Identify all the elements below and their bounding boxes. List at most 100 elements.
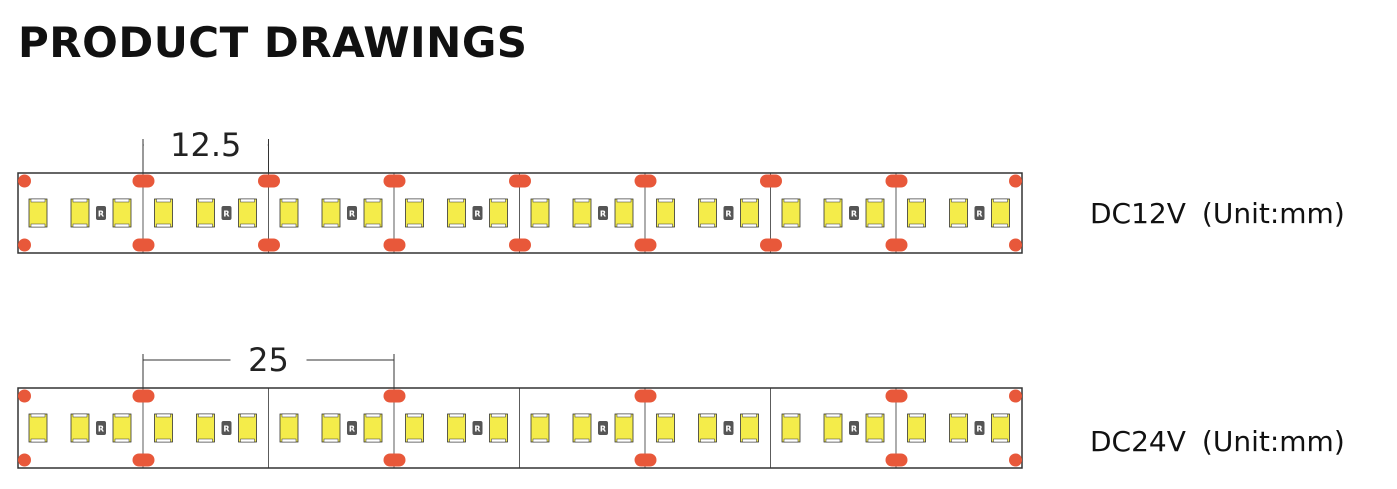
solder-pad — [885, 174, 908, 188]
resistor-mark: R — [98, 210, 104, 219]
led-chip — [656, 413, 675, 443]
solder-pad — [132, 238, 155, 252]
led-chip — [279, 198, 299, 228]
resistor — [849, 206, 859, 220]
resistor-mark: R — [725, 425, 731, 434]
led-chip-edge — [825, 223, 841, 228]
led-chip-edge — [867, 438, 883, 443]
voltage-label: DC24V — [1090, 425, 1186, 458]
led-chip — [196, 413, 215, 443]
led-chip-edge — [867, 198, 883, 203]
led-chip-edge — [867, 223, 883, 228]
resistor — [472, 206, 483, 220]
led-chip-edge — [742, 198, 757, 203]
led-chip — [530, 413, 550, 443]
led-chip-edge — [365, 438, 381, 443]
led-chip-edge — [156, 198, 171, 203]
led-chip-edge — [281, 223, 297, 228]
solder-pad — [509, 174, 531, 188]
led-chip-edge — [240, 223, 255, 228]
led-chip — [489, 198, 508, 228]
led-chip-edge — [532, 198, 548, 203]
led-chip — [70, 413, 90, 443]
led-chip-edge — [114, 438, 130, 443]
resistor-mark: R — [600, 210, 606, 219]
led-chip-edge — [491, 198, 506, 203]
led-chip-edge — [825, 438, 841, 443]
led-chip-edge — [281, 198, 297, 203]
solder-pad — [383, 174, 406, 188]
unit-label: (Unit:mm) — [1201, 425, 1345, 458]
solder-pad — [634, 453, 657, 467]
led-chip — [614, 198, 634, 228]
led-chip-edge — [72, 438, 88, 443]
led-chip-edge — [574, 223, 590, 228]
led-chip-edge — [993, 223, 1008, 228]
led-chip-edge — [783, 198, 799, 203]
led-chip — [154, 198, 173, 228]
led-chip — [991, 413, 1010, 443]
led-chip — [489, 413, 508, 443]
resistor-mark: R — [976, 425, 982, 434]
led-chip-edge — [993, 413, 1008, 418]
page-title: PRODUCT DRAWINGS — [18, 18, 528, 67]
led-chip-edge — [909, 438, 924, 443]
resistor-mark: R — [725, 210, 731, 219]
led-chip-edge — [700, 438, 715, 443]
resistor-mark: R — [851, 425, 857, 434]
led-chip — [656, 198, 675, 228]
resistor — [849, 421, 859, 435]
led-chip-edge — [30, 198, 46, 203]
solder-pad — [885, 389, 908, 403]
dimension-label: 25 — [248, 345, 289, 379]
led-chip-edge — [72, 223, 88, 228]
led-chip-edge — [909, 198, 924, 203]
led-chip-edge — [951, 198, 966, 203]
led-chip-edge — [993, 438, 1008, 443]
led-chip — [447, 198, 466, 228]
led-chip-edge — [114, 413, 130, 418]
led-chip — [781, 413, 801, 443]
led-chip-edge — [700, 198, 715, 203]
led-chip — [572, 413, 592, 443]
solder-pad — [760, 238, 782, 252]
solder-pad — [18, 453, 31, 467]
led-chip-edge — [658, 223, 673, 228]
resistor — [598, 421, 608, 435]
solder-pad — [1009, 174, 1022, 188]
led-chip-edge — [407, 413, 422, 418]
led-chip-edge — [658, 198, 673, 203]
led-chip-edge — [574, 438, 590, 443]
led-chip-edge — [323, 198, 339, 203]
led-chip-edge — [616, 198, 632, 203]
led-chip-edge — [156, 413, 171, 418]
led-chip — [865, 413, 885, 443]
led-chip — [321, 413, 341, 443]
resistor-mark: R — [223, 425, 229, 434]
led-chip — [740, 413, 759, 443]
led-chip — [823, 413, 843, 443]
resistor-mark: R — [474, 425, 480, 434]
led-chip-edge — [323, 223, 339, 228]
led-chip — [949, 198, 968, 228]
led-chip — [112, 198, 132, 228]
led-chip-edge — [156, 438, 171, 443]
led-chip — [112, 413, 132, 443]
led-chip-edge — [951, 413, 966, 418]
led-chip — [865, 198, 885, 228]
solder-pad — [634, 389, 657, 403]
led-chip-edge — [281, 438, 297, 443]
led-chip — [154, 413, 173, 443]
led-chip-edge — [365, 223, 381, 228]
led-chip — [321, 198, 341, 228]
led-chip-edge — [491, 438, 506, 443]
led-chip-edge — [240, 198, 255, 203]
solder-pad — [132, 174, 155, 188]
resistor-mark: R — [349, 425, 355, 434]
led-chip-edge — [30, 413, 46, 418]
led-chip-edge — [700, 413, 715, 418]
resistor — [221, 206, 232, 220]
solder-pad — [132, 389, 155, 403]
solder-pad — [1009, 453, 1022, 467]
dimension-label: 12.5 — [170, 130, 241, 164]
